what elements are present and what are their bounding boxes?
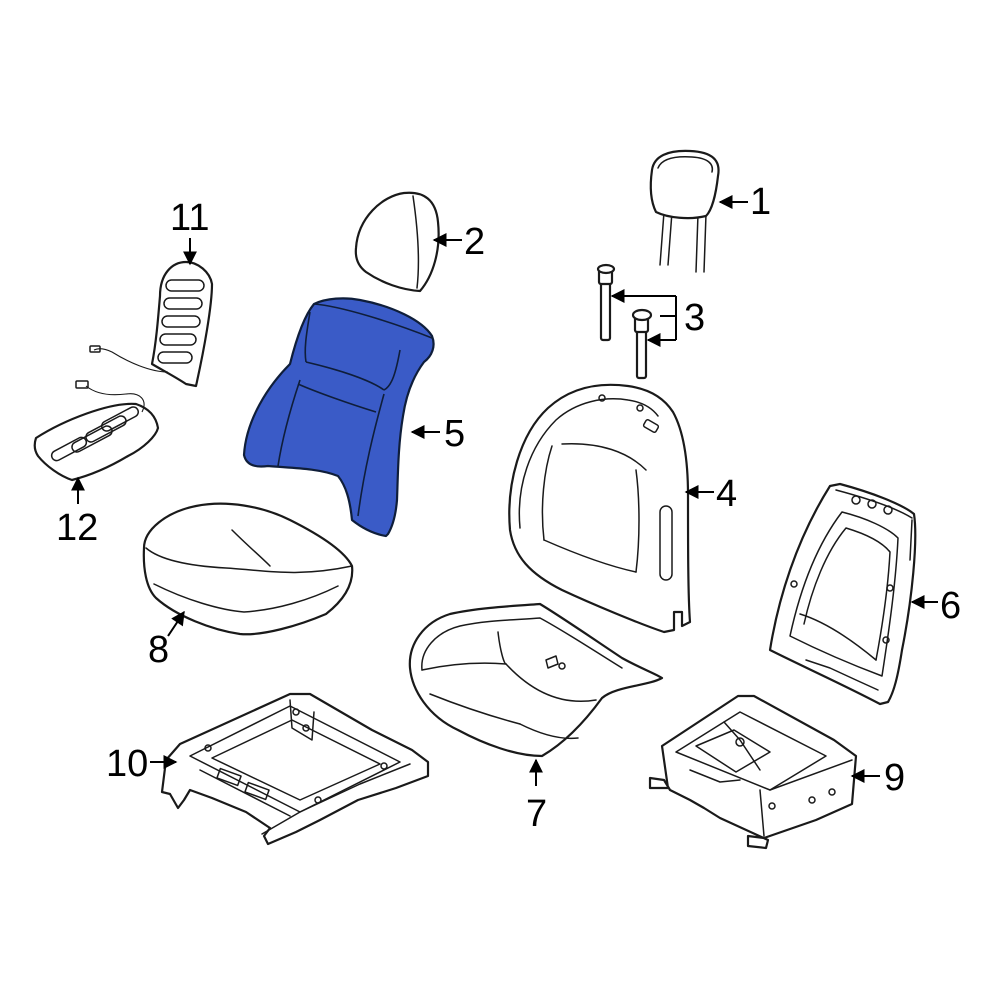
part-2-headrest-cover[interactable]	[354, 191, 440, 293]
callout-11: 11	[170, 197, 209, 239]
leader-8	[167, 610, 185, 637]
part-5-seat-back-cushion[interactable]	[242, 297, 435, 538]
callout-labels: 1 2 3 4 5 6 7 8 9 10 11 12	[56, 181, 961, 835]
leader-3-bracket	[660, 296, 677, 340]
part-10-seat-track[interactable]	[160, 692, 430, 846]
part-1-headrest[interactable]	[649, 149, 720, 273]
callout-7: 7	[526, 793, 547, 835]
part-7-seat-cushion-cover[interactable]	[408, 602, 664, 758]
part-3-headrest-guides[interactable]	[596, 263, 653, 380]
callout-8: 8	[148, 629, 169, 671]
callout-3: 3	[684, 297, 705, 339]
callout-5: 5	[444, 413, 465, 455]
part-4-seat-back-cover[interactable]	[508, 383, 692, 634]
callout-12: 12	[56, 507, 98, 549]
part-9-seat-cushion-frame[interactable]	[648, 694, 858, 850]
callout-9: 9	[884, 757, 905, 799]
callout-2: 2	[464, 221, 485, 263]
part-12-seat-cushion-heater[interactable]	[33, 380, 160, 482]
leader-arrows	[71, 195, 938, 786]
part-5-highlight-fill	[242, 297, 435, 538]
callout-10: 10	[106, 743, 148, 785]
part-8-seat-cushion-pad[interactable]	[142, 502, 354, 636]
part-11-seat-back-heater[interactable]	[89, 260, 214, 388]
callout-4: 4	[716, 473, 737, 515]
callout-1: 1	[750, 181, 771, 223]
part-6-seat-back-frame[interactable]	[768, 482, 917, 706]
callout-6: 6	[940, 585, 961, 627]
